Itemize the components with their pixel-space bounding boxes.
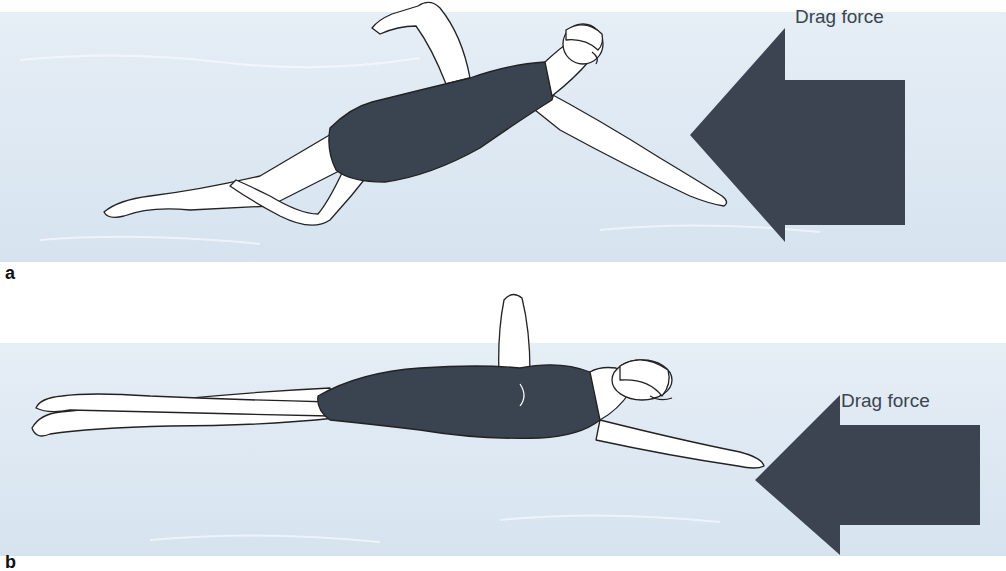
panel-letter: a [5, 264, 15, 282]
arrow-shape [690, 5, 906, 245]
swimmer-a [104, 2, 727, 225]
arrow-label: Drag force [795, 7, 884, 28]
drag-arrow: Drag force [755, 385, 981, 557]
panel-letter: b [5, 553, 16, 571]
swimmer-b [32, 294, 764, 468]
drag-arrow: Drag force [690, 5, 906, 245]
arrow-fill [755, 395, 980, 555]
water-band [0, 343, 1006, 556]
water-band [0, 12, 1006, 262]
arrow-label: Drag force [841, 391, 930, 412]
arrow-fill [690, 28, 905, 242]
